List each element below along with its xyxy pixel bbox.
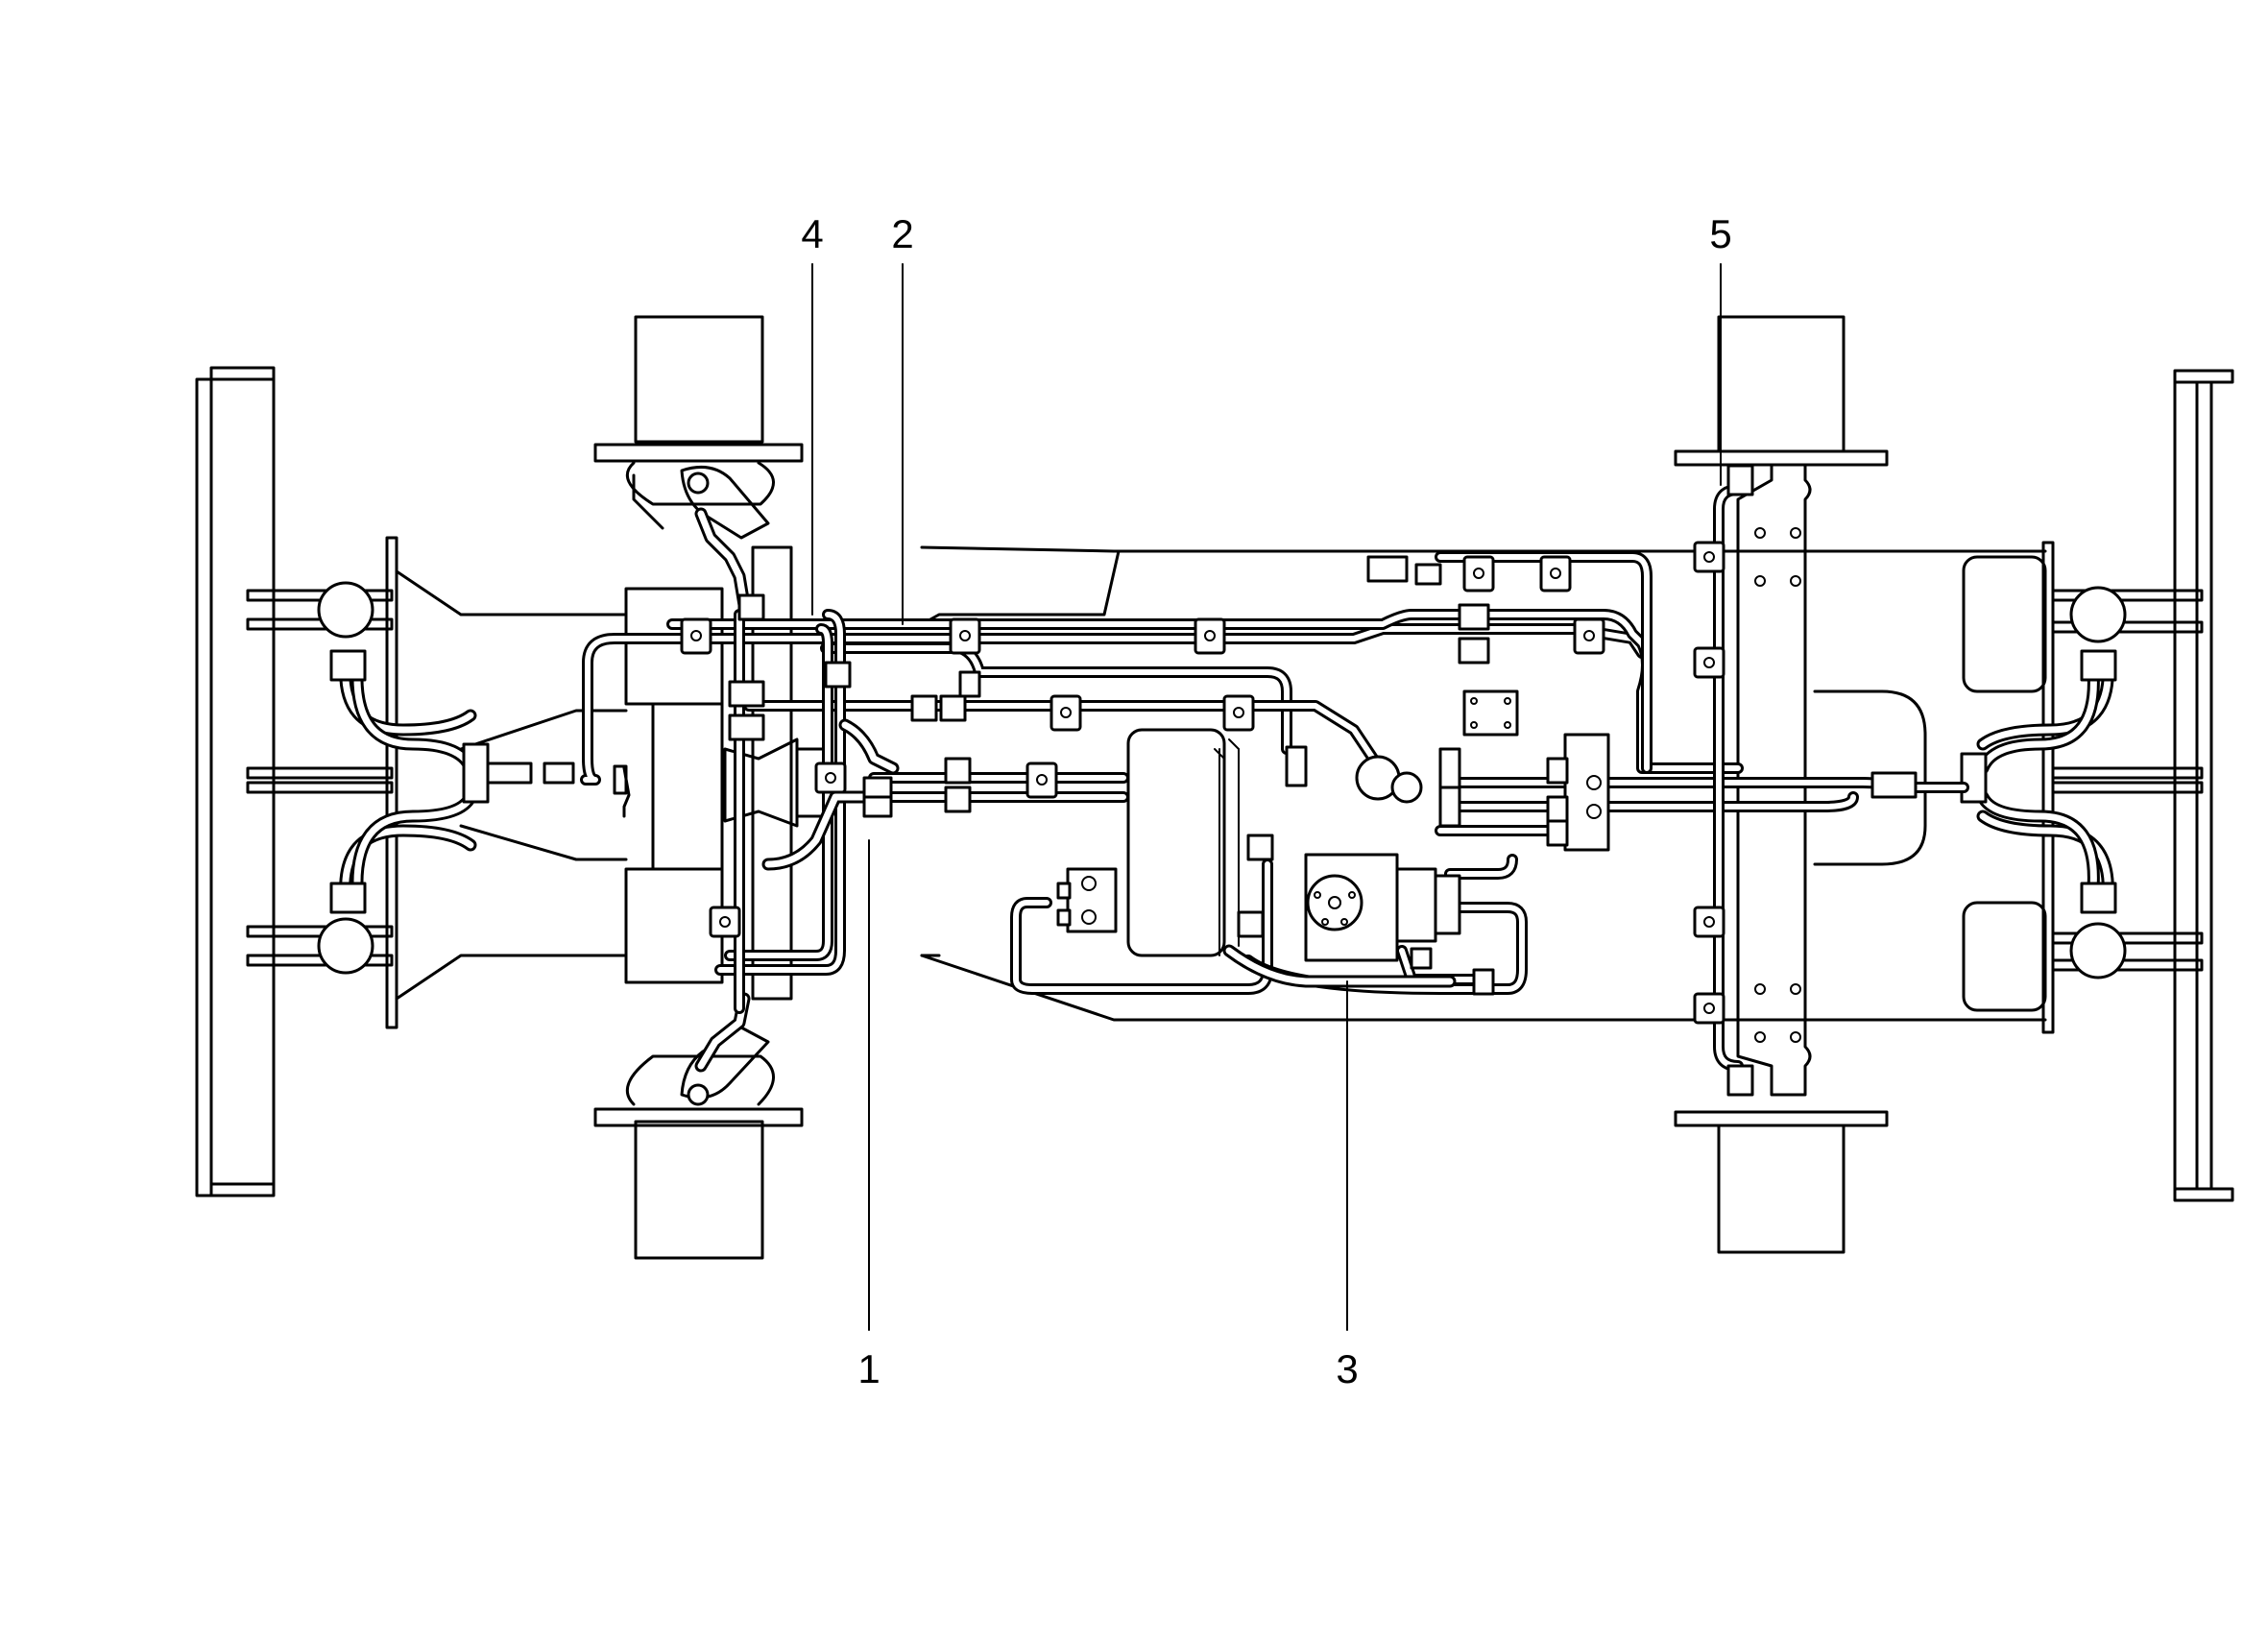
callout-label-5: 5 — [1709, 211, 1731, 256]
callout-labels: 1 2 3 4 5 — [801, 211, 1731, 1391]
hydraulic-pump — [1304, 853, 1461, 962]
valve-block-rear — [1546, 733, 1610, 852]
callout-leaders — [811, 263, 1722, 1331]
pump-hoses — [761, 718, 1457, 988]
rear-axle — [1736, 463, 1812, 1097]
rear-wheel-top — [1674, 315, 1889, 467]
steering-valve — [1285, 745, 1461, 828]
valve-block-center — [1462, 689, 1519, 737]
callout-label-2: 2 — [891, 211, 913, 256]
front-steering-hoses — [329, 649, 575, 914]
callout-label-1: 1 — [857, 1346, 880, 1391]
rear-wheel-bottom — [1674, 1110, 1889, 1254]
callout-label-4: 4 — [801, 211, 823, 256]
front-axle — [613, 545, 828, 1001]
pipe-fittings — [728, 464, 1918, 1097]
callout-label-3: 3 — [1336, 1346, 1358, 1391]
rear-steering-hoses — [1960, 649, 2117, 914]
front-wheel-top — [593, 315, 804, 540]
pipe-clamps — [680, 541, 1725, 1025]
rear-attachment — [2041, 369, 2234, 1202]
front-attachment — [195, 366, 628, 1197]
hydraulic-tank — [1056, 728, 1240, 957]
